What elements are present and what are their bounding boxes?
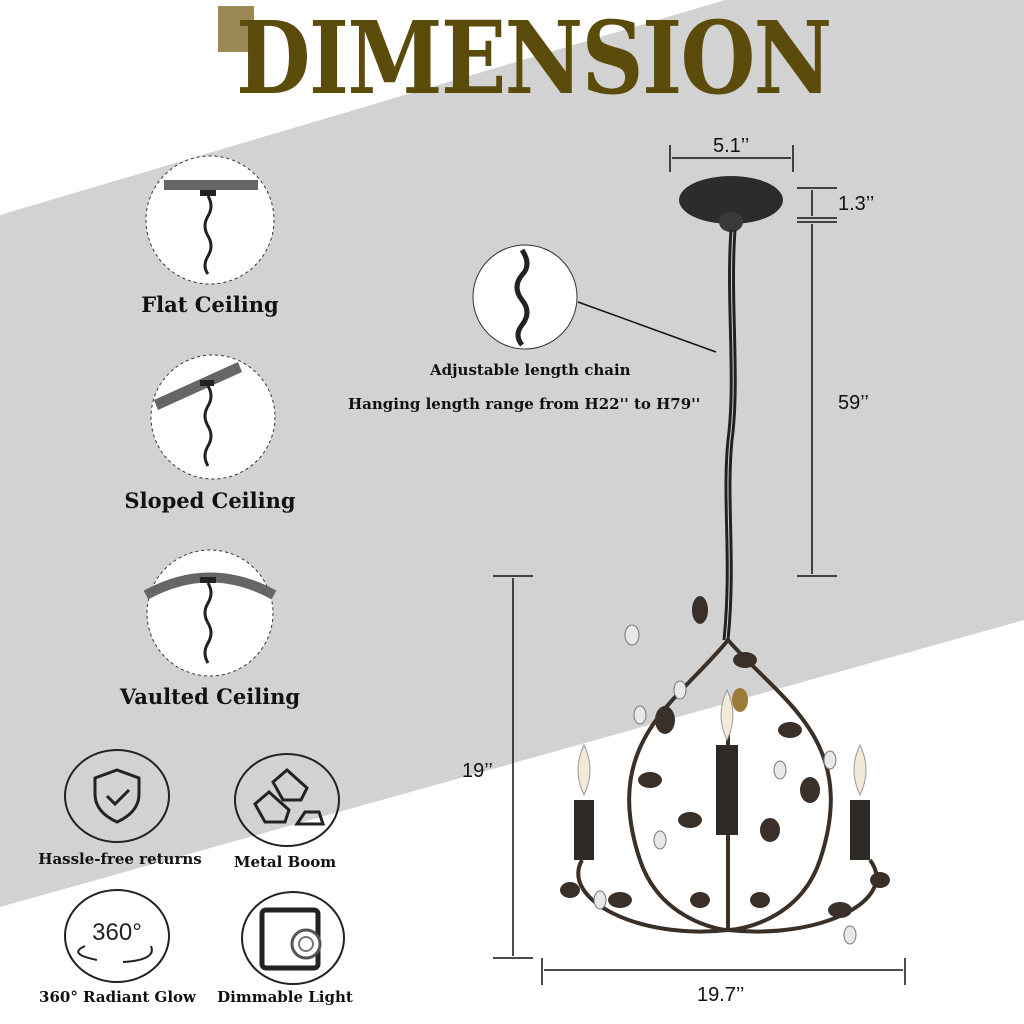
accent-square — [218, 6, 254, 52]
feature-label: Hassle-free returns — [38, 850, 202, 868]
body-height-label: 19’’ — [462, 760, 493, 782]
shield-check-icon — [64, 749, 170, 843]
canopy-width-label: 5.1’’ — [713, 135, 750, 157]
sloped-ceiling-label: Sloped Ceiling — [124, 488, 296, 513]
body-width-label: 19.7’’ — [697, 984, 745, 1006]
metal-bars-icon — [234, 753, 340, 847]
vaulted-ceiling-label: Vaulted Ceiling — [119, 684, 301, 709]
flat-ceiling-label: Flat Ceiling — [141, 292, 279, 317]
icon-360-text: 360° — [92, 919, 142, 946]
feature-label: 360° Radiant Glow — [39, 988, 196, 1006]
chain-note-line2: Hanging length range from H22'' to H79'' — [348, 395, 701, 413]
feature-label: Metal Boom — [233, 853, 337, 871]
feature-label: Dimmable Light — [217, 988, 353, 1006]
page-title: DIMENSION — [236, 0, 832, 117]
flat-ceiling-icon — [145, 155, 275, 285]
canopy-height-label: 1.3’’ — [838, 193, 875, 215]
chain-note-line1: Adjustable length chain — [430, 361, 631, 379]
dimmer-switch-icon — [241, 891, 345, 985]
chain-length-label: 59’’ — [838, 392, 869, 414]
sloped-ceiling-icon — [150, 354, 276, 480]
vaulted-ceiling-icon — [143, 549, 277, 677]
rotate-360-icon: 360° — [64, 889, 170, 983]
